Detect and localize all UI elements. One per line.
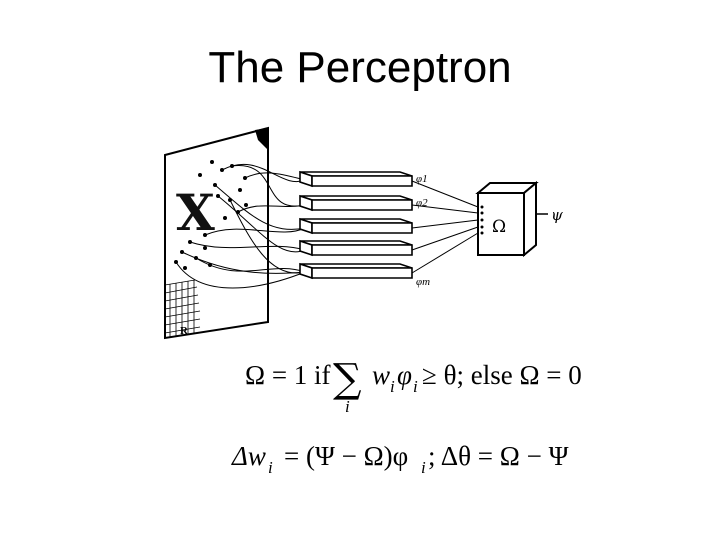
eq1-sum-symbol: ∑ <box>333 356 362 402</box>
svg-text:= (Ψ − Ω)φ: = (Ψ − Ω)φ <box>284 441 408 471</box>
retina-panel: R X <box>164 126 269 340</box>
svg-text:; Δθ = Ω − Ψ: ; Δθ = Ω − Ψ <box>428 441 569 471</box>
retina-connections <box>175 163 306 289</box>
eq2-phi-sub: i <box>421 458 426 477</box>
equation-learning-rule: Δw i = (Ψ − Ω)φ i ; Δθ = Ω − Ψ <box>231 441 569 477</box>
eq1-w-sub: i <box>390 377 395 396</box>
eq1-sum-index: i <box>345 397 350 416</box>
page-title: The Perceptron <box>208 43 512 92</box>
eq2-delta-w: Δw <box>231 441 266 471</box>
retina-letter: X <box>176 183 215 242</box>
svg-text:Δw: Δw <box>231 441 266 471</box>
eq2-delta-w-sub: i <box>268 458 273 477</box>
output-symbol: ψ <box>551 206 563 224</box>
eq1-w: w <box>372 360 390 390</box>
eq1-lhs: Ω = 1 if <box>245 360 331 390</box>
svg-text:φ: φ <box>397 360 412 390</box>
eq2-rest: ; Δθ = Ω − Ψ <box>428 441 569 471</box>
association-label-phim: φm <box>416 276 430 288</box>
svg-text:Ω = 1 if: Ω = 1 if <box>245 360 331 390</box>
eq1-phi: φ <box>397 360 412 390</box>
svg-text:w: w <box>372 360 390 390</box>
output-unit: Ω <box>475 180 539 258</box>
association-units <box>299 170 413 280</box>
equation-activation: Ω = 1 if ∑ i w i φ i ≥ θ; else Ω = 0 <box>245 356 582 416</box>
retina-grid <box>164 279 201 337</box>
retina-corner-label: R <box>180 325 189 337</box>
eq1-rest: ≥ θ; else Ω = 0 <box>422 360 582 390</box>
output-unit-symbol: Ω <box>492 217 506 237</box>
eq1-phi-sub: i <box>413 377 418 396</box>
association-label-phi1: φ1 <box>416 173 428 185</box>
eq2-middle: = (Ψ − Ω)φ <box>284 441 408 471</box>
svg-text:≥ θ; else Ω = 0: ≥ θ; else Ω = 0 <box>422 360 582 390</box>
output-connections <box>411 180 479 274</box>
